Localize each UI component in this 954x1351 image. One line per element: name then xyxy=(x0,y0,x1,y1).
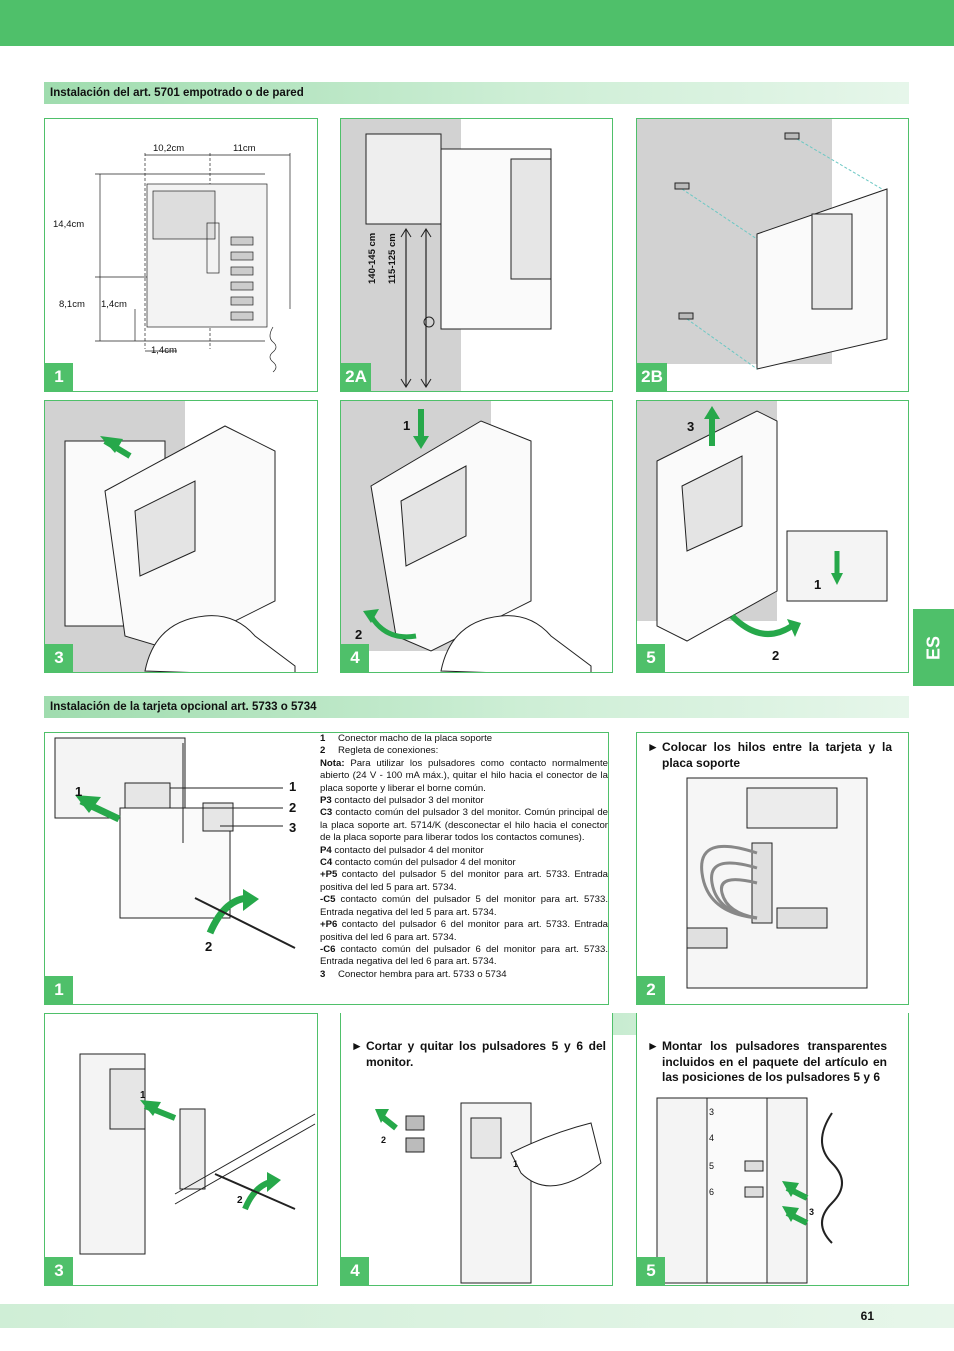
callout-step-2: 2 xyxy=(381,1135,387,1145)
callout-step-2: 2 xyxy=(205,939,213,954)
wall-box-drawing xyxy=(341,119,552,391)
section-title-optional-card: Instalación de la tarjeta opcional art. … xyxy=(44,696,909,718)
instruction-cut-buttons: ► Cortar y quitar los pulsadores 5 y 6 d… xyxy=(351,1039,606,1069)
callout-step-3: 3 xyxy=(809,1207,815,1217)
button-number-3: 3 xyxy=(709,1107,715,1117)
button-number-4: 4 xyxy=(709,1133,715,1143)
dim-height-1: 14,4cm xyxy=(53,219,85,230)
dim-height-2: 8,1cm xyxy=(59,299,85,310)
dim-bottom: 1,4cm xyxy=(151,345,177,356)
step-label-1: 1 xyxy=(814,577,822,592)
step-label-2: 2 xyxy=(355,627,363,642)
figure-badge: 4 xyxy=(341,1257,369,1285)
figure-badge: 2A xyxy=(341,363,371,391)
figure-3-hook-monitor: 3 xyxy=(44,400,318,673)
callout-3: 3 xyxy=(289,820,297,835)
language-tab: ES xyxy=(913,609,954,686)
instruction-wires: ► Colocar los hilos entre la tarjeta y l… xyxy=(647,740,892,770)
step-label-1: 1 xyxy=(403,418,411,433)
card-figure-5: ► Montar los pulsadores transparentes in… xyxy=(636,1013,909,1286)
dim-width-2: 11cm xyxy=(233,143,256,154)
monitor-dimensions-drawing xyxy=(95,153,291,373)
hook-monitor-drawing xyxy=(45,401,296,672)
card-figure-4: ► Cortar y quitar los pulsadores 5 y 6 d… xyxy=(340,1013,613,1286)
step-label-2: 2 xyxy=(772,648,780,663)
figure-badge: 2 xyxy=(637,976,665,1004)
top-green-bar xyxy=(0,0,954,46)
footer-bar: 61 xyxy=(0,1304,954,1328)
step-label-3: 3 xyxy=(687,419,695,434)
instruction-mount-buttons: ► Montar los pulsadores transparentes in… xyxy=(647,1039,887,1084)
figure-5-release-monitor: 3 1 2 5 xyxy=(636,400,909,673)
card-figure-1: 1 2 3 1 2 1 xyxy=(44,732,609,1005)
figure-4-attach-monitor: 1 2 4 xyxy=(340,400,613,673)
figure-badge: 1 xyxy=(45,363,73,391)
page-number: 61 xyxy=(860,1309,874,1323)
callout-1: 1 xyxy=(289,779,297,794)
figure-2a-wall-mount: 140-145 cm 115-125 cm 2A xyxy=(340,118,613,392)
figure-badge: 5 xyxy=(637,644,665,672)
card-figure-2: ► Colocar los hilos entre la tarjeta y l… xyxy=(636,732,909,1005)
figure-badge: 4 xyxy=(341,644,369,672)
card-install-drawing xyxy=(45,733,315,1004)
dim-height-3: 1,4cm xyxy=(101,299,127,310)
callout-step-2: 2 xyxy=(237,1195,243,1206)
card-screw-drawing xyxy=(79,1053,316,1255)
release-monitor-drawing xyxy=(637,401,888,642)
callout-step-1: 1 xyxy=(513,1159,519,1169)
card-figure-3: 1 2 3 xyxy=(44,1013,318,1286)
figure-1-dimensions: 10,2cm 11cm 14,4cm 8,1cm 1,4cm 1,4cm 1 xyxy=(44,118,318,392)
callout-step-1: 1 xyxy=(140,1090,146,1101)
height-range-2: 115-125 cm xyxy=(387,233,398,284)
figure-badge: 5 xyxy=(637,1257,665,1285)
dim-width-1: 10,2cm xyxy=(153,143,185,154)
wires-routing-drawing xyxy=(686,777,868,989)
button-number-6: 6 xyxy=(709,1187,715,1197)
height-range-1: 140-145 cm xyxy=(367,232,378,284)
figure-badge: 3 xyxy=(45,1257,73,1285)
figure-2b-wall-mount: 2B xyxy=(636,118,909,392)
figure-badge: 1 xyxy=(45,976,73,1004)
figure-badge: 2B xyxy=(637,363,667,391)
figure-badge: 3 xyxy=(45,644,73,672)
surface-mount-drawing xyxy=(637,119,888,370)
callout-step-1: 1 xyxy=(75,784,83,799)
attach-monitor-drawing xyxy=(341,401,592,672)
section-title-installation: Instalación del art. 5701 empotrado o de… xyxy=(44,82,909,104)
callout-2: 2 xyxy=(289,800,297,815)
button-number-5: 5 xyxy=(709,1161,715,1171)
